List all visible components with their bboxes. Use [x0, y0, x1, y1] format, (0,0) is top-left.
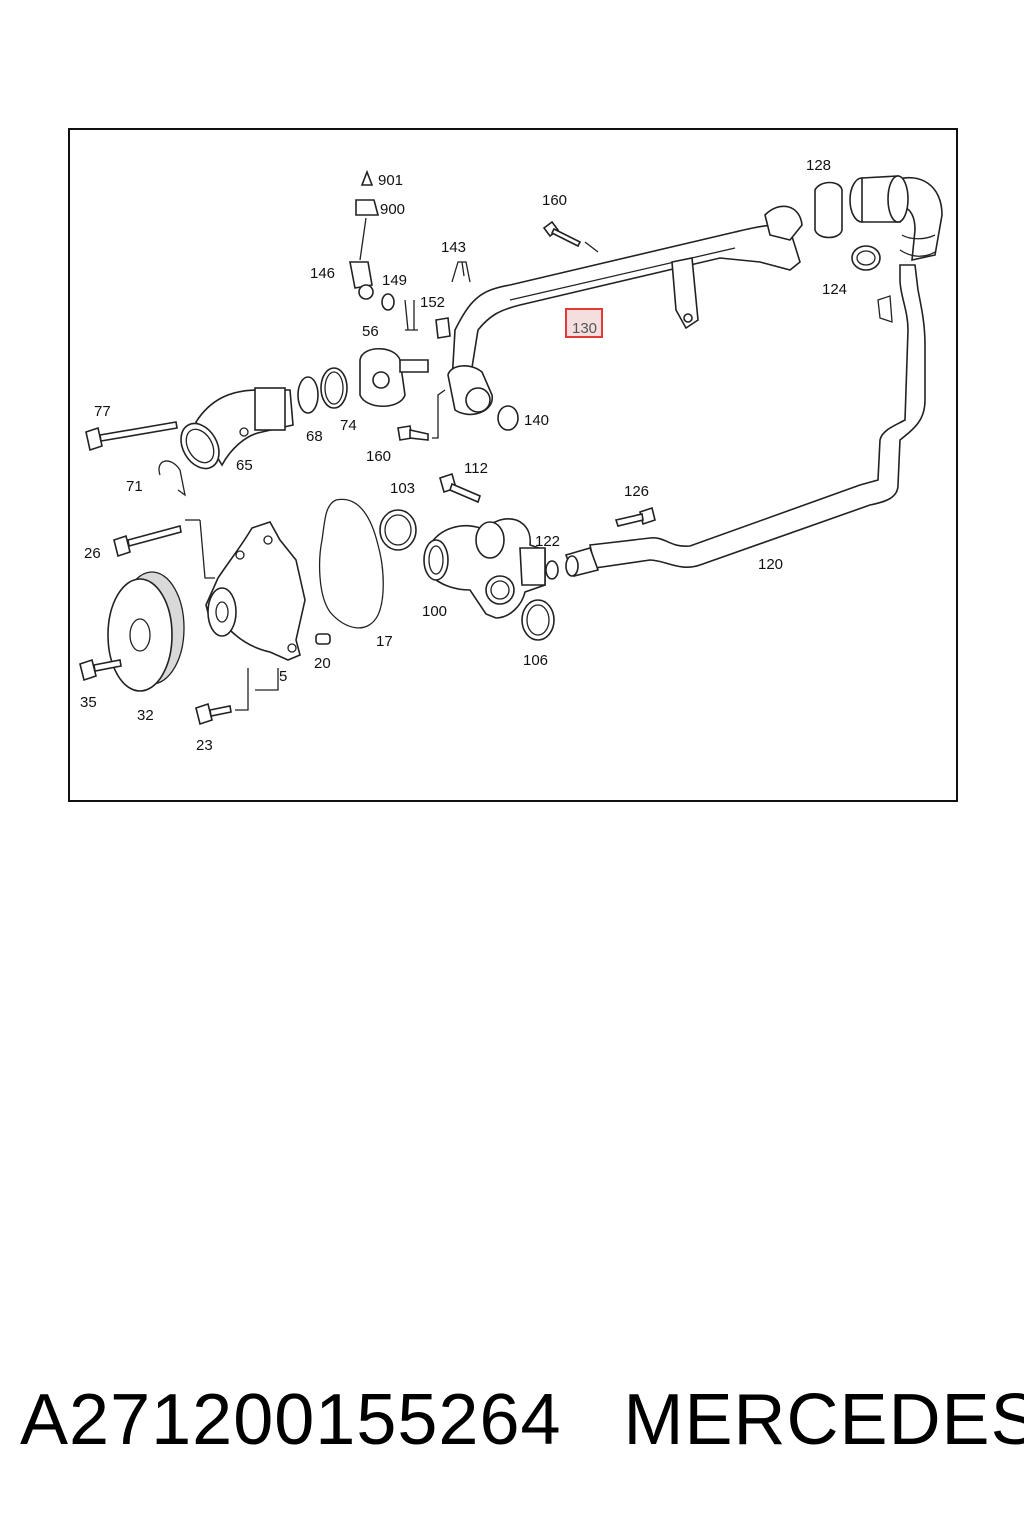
- part-number: A271200155264: [20, 1380, 562, 1460]
- label-71: 71: [126, 478, 143, 495]
- label-106: 106: [523, 652, 548, 669]
- label-901: 901: [378, 172, 403, 189]
- coolant-pipe-120[interactable]: [589, 264, 926, 569]
- label-65: 65: [236, 457, 253, 474]
- label-140: 140: [524, 412, 549, 429]
- exploded-parts-diagram: 901 900 160 128 143 146 149 152 124 56 1…: [79, 157, 943, 754]
- bolt-160-lower[interactable]: [397, 389, 446, 441]
- brand-name: MERCEDES: [623, 1380, 1024, 1460]
- highlight-box-130: [565, 308, 603, 338]
- seal-106[interactable]: [521, 599, 555, 641]
- label-130: 130: [572, 320, 597, 337]
- thermostat-56[interactable]: [359, 347, 429, 407]
- seal-74[interactable]: [320, 367, 348, 409]
- bolt-26[interactable]: [113, 519, 200, 558]
- clip-143[interactable]: [451, 261, 471, 283]
- label-122: 122: [535, 533, 560, 550]
- seal-103[interactable]: [379, 509, 417, 551]
- housing-100[interactable]: [423, 518, 546, 619]
- seal-68[interactable]: [297, 376, 319, 414]
- label-160: 160: [542, 192, 567, 209]
- label-146: 146: [310, 265, 335, 282]
- label-112: 112: [464, 460, 488, 477]
- label-26: 26: [84, 545, 101, 562]
- label-5: 5: [279, 668, 287, 685]
- label-103: 103: [390, 480, 415, 497]
- clip-71[interactable]: [158, 460, 186, 497]
- label-74: 74: [340, 417, 357, 434]
- label-35: 35: [80, 694, 97, 711]
- bolt-77[interactable]: [85, 421, 178, 452]
- water-pump-5[interactable]: [199, 519, 306, 691]
- seal-140[interactable]: [497, 405, 519, 431]
- clamp-124[interactable]: [851, 245, 881, 271]
- bolt-126[interactable]: [614, 506, 656, 527]
- elbow-65[interactable]: [173, 387, 294, 475]
- diagram-frame: [68, 128, 958, 802]
- label-149: 149: [382, 272, 407, 289]
- label-56: 56: [362, 323, 379, 340]
- footer: A271200155264 MERCEDES: [20, 1375, 1024, 1465]
- label-900: 900: [380, 201, 405, 218]
- bolt-23[interactable]: [195, 668, 249, 726]
- hose-128[interactable]: [814, 175, 943, 262]
- label-32: 32: [137, 707, 154, 724]
- label-128: 128: [806, 157, 831, 174]
- label-152: 152: [420, 294, 445, 311]
- pin-20[interactable]: [315, 633, 331, 645]
- label-77: 77: [94, 403, 111, 420]
- bolt-112[interactable]: [439, 472, 481, 504]
- label-68: 68: [306, 428, 323, 445]
- seal-122[interactable]: [545, 560, 559, 580]
- coolant-pipe-130[interactable]: [447, 205, 803, 416]
- label-126: 126: [624, 483, 649, 500]
- gasket-17[interactable]: [318, 498, 384, 629]
- label-120: 120: [758, 556, 783, 573]
- label-124: 124: [822, 281, 847, 298]
- fitting-pipe-120-end[interactable]: [564, 547, 600, 577]
- label-23: 23: [196, 737, 213, 754]
- sensor-assembly[interactable]: [349, 169, 395, 311]
- label-143: 143: [441, 239, 466, 256]
- label-100: 100: [422, 603, 447, 620]
- label-160-lower: 160: [366, 448, 391, 465]
- bolt-35[interactable]: [79, 658, 122, 682]
- label-20: 20: [314, 655, 331, 672]
- clip-152[interactable]: [404, 299, 451, 339]
- bolt-160-upper[interactable]: [542, 220, 599, 253]
- pulley-32[interactable]: [107, 571, 185, 692]
- label-17: 17: [376, 633, 393, 650]
